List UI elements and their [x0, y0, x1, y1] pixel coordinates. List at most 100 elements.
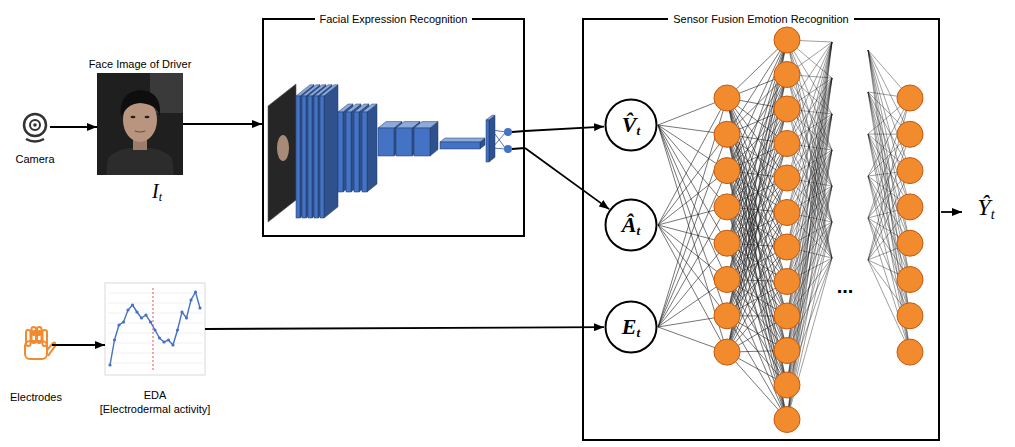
camera-body — [24, 114, 46, 136]
fc-link — [492, 130, 506, 132]
module-box: Facial Expression Recognition — [262, 18, 525, 237]
module-title: Facial Expression Recognition — [315, 12, 473, 26]
neuron — [897, 194, 923, 220]
layer-front — [378, 128, 394, 156]
layer-front — [354, 112, 359, 192]
photo-shirt — [106, 148, 174, 175]
layer-front — [314, 96, 318, 218]
subscript: t — [991, 206, 995, 222]
arrow-connector — [50, 126, 97, 128]
layer-top — [486, 115, 495, 120]
arrow-connector — [205, 327, 604, 329]
hand-finger — [32, 327, 37, 343]
layer-block — [362, 104, 377, 192]
layer-front — [486, 120, 489, 162]
layer-block — [320, 85, 338, 218]
layer-side — [489, 115, 495, 162]
ellipsis: ... — [832, 274, 859, 298]
device-label: Camera — [15, 153, 54, 166]
eda-point — [176, 328, 179, 331]
photo-ground — [97, 73, 183, 175]
layer-front — [414, 128, 430, 156]
eda-signal — [110, 292, 200, 365]
eda-point — [126, 308, 129, 311]
layer-block — [346, 104, 361, 192]
layer-top — [414, 122, 438, 128]
eda-point — [113, 338, 116, 341]
eda-point — [149, 320, 152, 323]
layer-front — [296, 96, 300, 218]
eda-chart-node: EDA[Electrodermal activity] — [105, 283, 205, 375]
photo-eye — [131, 116, 136, 118]
eda-point — [167, 338, 170, 341]
neuron — [774, 165, 800, 191]
layer-front — [396, 128, 412, 156]
chart-grid — [108, 303, 202, 304]
output-dot — [504, 128, 512, 136]
chart-marker — [153, 288, 154, 370]
text-slot: Camera — [0, 148, 75, 167]
face-photo — [97, 73, 183, 175]
fc-link — [492, 132, 506, 148]
circle-shape — [606, 302, 657, 353]
layer-front — [320, 96, 324, 218]
text-slot: Et — [604, 300, 658, 354]
neuron — [714, 85, 740, 111]
layer-block — [302, 85, 320, 218]
chart-grid — [108, 333, 202, 334]
neuron — [897, 267, 923, 293]
text-slot: ... — [828, 274, 862, 298]
subscript: t — [159, 190, 162, 204]
hand-finger — [43, 330, 48, 346]
input-symbol: Ât — [622, 212, 640, 238]
layer-side — [324, 85, 338, 218]
neuron — [897, 85, 923, 111]
text-slot: Sensor Fusion Emotion Recognition — [584, 11, 938, 26]
text-slot: V̂t — [604, 98, 658, 152]
circle-shape — [606, 100, 657, 151]
electrodes-icon — [25, 327, 55, 359]
input-slice-face — [277, 135, 289, 161]
subscript: t — [637, 325, 641, 340]
neuron — [774, 372, 800, 398]
eda-point — [117, 323, 120, 326]
neuron — [897, 158, 923, 184]
neuron — [714, 267, 740, 293]
layer-front — [440, 142, 480, 149]
layer-block — [308, 85, 326, 218]
layer-front — [346, 112, 351, 192]
camera-lens — [30, 120, 40, 130]
layer-front — [302, 96, 306, 218]
layer-top — [440, 138, 485, 142]
chart-grid — [108, 293, 202, 294]
output-symbol: Ŷt — [977, 193, 994, 222]
input-symbol: Et — [622, 314, 640, 340]
text-slot: Face Image of Driver — [67, 53, 213, 72]
neuron — [714, 194, 740, 220]
text-slot: Facial Expression Recognition — [264, 11, 523, 26]
network-links — [658, 40, 910, 420]
eda-point — [122, 320, 125, 323]
module-title: Sensor Fusion Emotion Recognition — [668, 12, 853, 26]
photo-eye — [145, 116, 150, 118]
fc-links — [492, 130, 506, 149]
arrow-connector — [52, 344, 105, 346]
layer-block — [486, 115, 495, 162]
layer-block — [338, 104, 353, 192]
electrodes-node: Electrodes — [20, 328, 52, 362]
layer-block — [414, 122, 438, 156]
neuron — [774, 234, 800, 260]
text-slot: It — [137, 179, 177, 203]
neuron — [774, 338, 800, 364]
neuron — [897, 303, 923, 329]
input-symbol: V̂t — [622, 112, 640, 138]
module-box: Sensor Fusion Emotion RecognitionV̂tÂtEt — [582, 18, 940, 441]
eda-point — [198, 306, 201, 309]
neuron — [897, 339, 923, 365]
photo-hair — [121, 90, 161, 118]
eda-point — [158, 336, 161, 339]
arrow-connector — [525, 148, 609, 209]
eda-point — [185, 316, 188, 319]
layer-block — [440, 138, 485, 149]
